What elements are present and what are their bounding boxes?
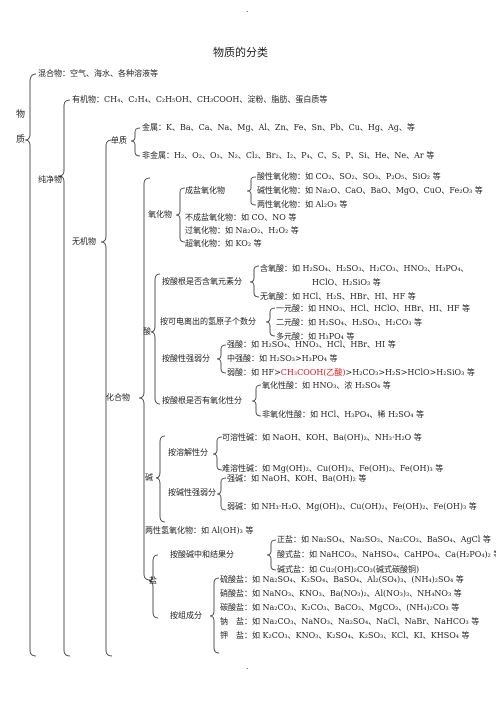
mixture-line: 混合物：空气、海水、各种溶液等 <box>38 69 158 78</box>
weak-base-line: 弱碱：如 NH₃·H₂O、Mg(OH)₂、Cu(OH)₂、Fe(OH)₂、Fe(… <box>227 502 477 511</box>
weak-acid-prefix: 弱酸：如 HF> <box>227 368 281 377</box>
sodium-salt-line: 钠 盐：如 Na₂CO₃、NaNO₃、Na₂SO₄、NaCl、NaBr、NaHC… <box>220 617 480 626</box>
weak-acid-suffix: >H₂CO₃>H₂S>HClO>H₂SiO₃ 等 <box>345 368 475 377</box>
base-by-solubility-label: 按溶解性分 <box>168 448 208 457</box>
basic-oxide-line: 碱性氧化物：如 Na₂O、CaO、BaO、MgO、CuO、Fe₂O₃ 等 <box>257 186 483 195</box>
acid-by-strength-label: 按酸性强弱分 <box>162 354 210 363</box>
basic-salt-line: 碱式盐：如 Cu₂(OH)₂CO₃(碱式碳酸铜) <box>277 565 420 574</box>
carbonate-line: 碳酸盐：如 Na₂CO₃、K₂CO₃、BaCO₃、MgCO₃、(NH₄)₂CO₃… <box>220 603 460 612</box>
potassium-salt-line: 钾 盐：如 K₂CO₃、KNO₃、K₂SO₄、K₂SO₃、KCl、KI、KHSO… <box>220 631 470 640</box>
elemental-label: 单质 <box>111 136 127 145</box>
anoxy-acid-line: 无氧酸：如 HCl、H₂S、HBr、HI、HF 等 <box>260 292 416 301</box>
root-label-2: 质 <box>16 135 26 145</box>
strong-base-line: 强碱：如 NaOH、KOH、Ba(OH)₂ 等 <box>227 474 367 483</box>
organic-line: 有机物：CH₄、C₂H₄、C₂H₅OH、CH₃COOH、淀粉、脂肪、蛋白质等 <box>72 95 328 104</box>
medium-acid-line: 中强酸：如 H₂SO₃>H₃PO₄ 等 <box>227 354 338 363</box>
oxyacid-line-1: 含氧酸：如 H₂SO₄、H₂SO₃、H₂CO₃、HNO₃、H₃PO₄、 <box>260 264 469 273</box>
brace-base <box>155 435 166 523</box>
acid-label: 酸 <box>143 327 151 336</box>
top-dot: . <box>246 5 249 14</box>
salt-label: 盐 <box>149 576 157 585</box>
peroxide-line: 过氧化物：如 Na₂O₂、H₂O₂ 等 <box>185 226 299 235</box>
oxide-label: 氧化物 <box>148 210 172 219</box>
insoluble-base-line: 难溶性碱：如 Mg(OH)₂、Cu(OH)₂、Fe(OH)₂、Fe(OH)₃ 等 <box>222 464 444 473</box>
brace-salt-composition <box>209 577 220 654</box>
base-by-strength-label: 按碱性强弱分 <box>168 488 216 497</box>
page-title: 物质的分类 <box>213 46 268 59</box>
weak-acid-line: 弱酸：如 HF>CH₃COOH(乙酸)>H₂CO₃>H₂S>HClO>H₂SiO… <box>227 368 475 378</box>
brace-salt <box>148 554 159 619</box>
strong-acid-line: 强酸：如 H₂SO₄、HNO₃、HCl、HBr、HI 等 <box>227 340 396 349</box>
acid-by-h-label: 按可电离出的氢原子个数分 <box>160 317 256 326</box>
acid-salt-line: 酸式盐：如 NaHCO₃、NaHSO₄、CaHPO₄、Ca(H₂PO₄)₂ 等 <box>277 550 496 559</box>
monoprotic-line: 一元酸：如 HNO₃、HCl、HClO、HBr、HI、HF 等 <box>276 304 471 313</box>
polyprotic-line: 多元酸：如 H₃PO₄ 等 <box>276 332 355 341</box>
brace-acid-strength <box>216 344 227 374</box>
brace-root <box>24 73 37 657</box>
brace-acid-oxygen <box>249 265 260 298</box>
nonmetal-line: 非金属：H₂、O₂、O₃、N₂、Cl₂、Br₂、I₂、P₄、C、S、P、Si、H… <box>142 151 435 160</box>
brace-acid <box>150 273 161 405</box>
brace-base-solubility <box>212 436 223 471</box>
brace-base-strength <box>216 477 227 511</box>
acid-by-oxidizing-label: 按酸根是否有氧化性分 <box>162 396 242 405</box>
sulfate-line: 硫酸盐：如 Na₂SO₄、K₂SO₄、BaSO₄、Al₂(SO₄)₃、(NH₄)… <box>220 575 464 584</box>
amphoteric-hydroxide-line: 两性氢氧化物：如 Al(OH)₃ 等 <box>145 526 254 535</box>
non-salt-oxide-line: 不成盐氧化物：如 CO、NO 等 <box>185 213 297 222</box>
brace-oxide <box>175 187 186 243</box>
root-label-1: 物 <box>16 110 26 120</box>
soluble-base-line: 可溶性碱：如 NaOH、KOH、Ba(OH)₂、NH₃·H₂O 等 <box>222 433 422 442</box>
brace-salt-forming <box>246 176 257 206</box>
diprotic-line: 二元酸：如 H₂SO₄、H₂SO₃、H₂CO₃ 等 <box>276 318 423 327</box>
brace-compound <box>138 177 151 581</box>
brace-salt-neutral <box>266 539 277 571</box>
compound-label: 化合物 <box>106 393 130 402</box>
amphoteric-oxide-line: 两性氧化物：如 Al₂O₃ 等 <box>257 200 348 209</box>
brace-elemental <box>130 127 141 157</box>
salt-by-neutralization-label: 按酸碱中和结果分 <box>170 550 234 559</box>
oxyacid-line-2: HClO、H₂SiO₃ 等 <box>312 278 381 287</box>
weak-acid-highlight: CH₃COOH(乙酸) <box>280 368 346 377</box>
oxidizing-acid-line: 氧化性酸：如 HNO₃、浓 H₂SO₄ 等 <box>262 381 391 390</box>
base-label: 碱 <box>145 473 153 482</box>
salt-forming-oxide-label: 成盐氧化物 <box>185 186 225 195</box>
brace-acid-h <box>265 307 276 337</box>
acidic-oxide-line: 酸性氧化物：如 CO₂、SO₂、SO₃、P₂O₅、SiO₂ 等 <box>257 172 441 181</box>
metal-line: 金属：K、Ba、Ca、Na、Mg、Al、Zn、Fe、Sn、Pb、Cu、Hg、Ag… <box>142 123 415 132</box>
acid-by-oxygen-label: 按酸根是否含氧元素分 <box>162 277 242 286</box>
inorganic-label: 无机物 <box>72 237 96 246</box>
non-oxidizing-acid-line: 非氧化性酸：如 HCl、H₃PO₄、稀 H₂SO₄ 等 <box>262 410 425 419</box>
brace-acid-oxidizing <box>251 384 262 417</box>
pure-substance-label: 纯净物 <box>38 175 62 184</box>
bottom-dot: . <box>246 662 249 671</box>
nitrate-line: 硝酸盐：如 NaNO₃、KNO₃、Ba(NO₃)₂、Al(NO₃)₃、NH₄NO… <box>220 589 462 598</box>
salt-by-composition-label: 按组成分 <box>170 611 202 620</box>
superoxide-line: 超氧化物：如 KO₂ 等 <box>185 239 262 248</box>
normal-salt-line: 正盐：如 Na₂SO₄、Na₂SO₃、Na₂CO₃、BaSO₄、AgCl 等 <box>277 535 491 544</box>
